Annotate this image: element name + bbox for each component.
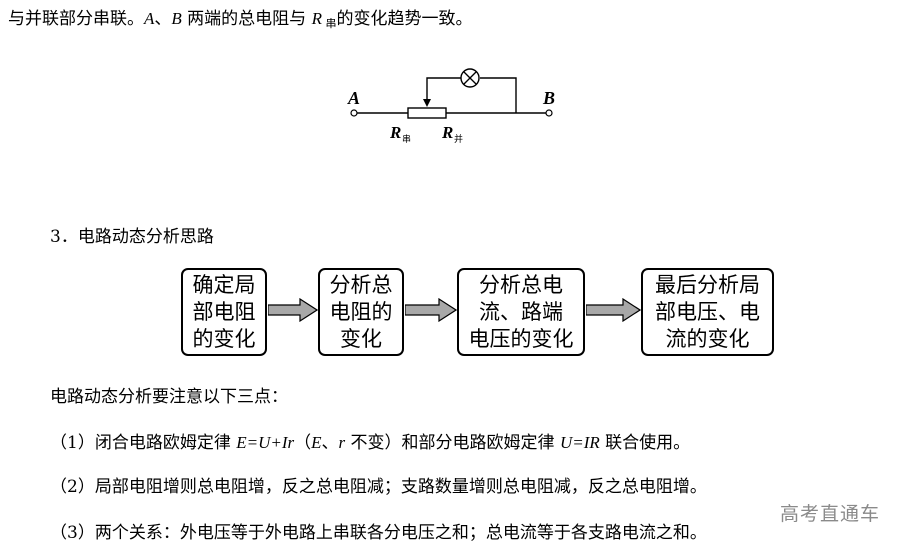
wire-branch-right xyxy=(480,77,517,113)
circuit-label-r1-sub: 串 xyxy=(402,134,411,145)
terminal-b xyxy=(545,109,553,117)
watermark: 高考直通车 xyxy=(780,503,881,525)
flow-step-3: 分析总电 流、路端 电压的变化 xyxy=(457,268,585,356)
note-item-1: （1）闭合电路欧姆定律 E=U+Ir（E、r 不变）和部分电路欧姆定律 U=IR… xyxy=(50,433,691,453)
intro-text: 与并联部分串联。A、B 两端的总电阻与 R 串的变化趋势一致。 xyxy=(8,9,473,30)
circuit-label-b: B xyxy=(542,88,555,108)
wire-slider xyxy=(426,77,461,100)
circuit-label-r2: R xyxy=(441,123,453,142)
rheostat xyxy=(407,107,447,119)
flow-step-2: 分析总 电阻的 变化 xyxy=(318,268,404,356)
circuit-label-r1: R xyxy=(389,123,401,142)
flow-arrow-icon xyxy=(405,298,457,322)
note-item-3: （3）两个关系：外电压等于外电路上串联各分电压之和；总电流等于各支路电流之和。 xyxy=(50,523,707,543)
slider-arrow-icon xyxy=(423,99,431,107)
terminal-a xyxy=(350,109,358,117)
flow-step-4: 最后分析局 部电压、电 流的变化 xyxy=(641,268,774,356)
flow-arrow-icon xyxy=(586,298,641,322)
circuit-diagram: A B R 串 R 并 xyxy=(347,68,555,145)
section-heading: 3．电路动态分析思路 xyxy=(50,227,214,247)
notes-title: 电路动态分析要注意以下三点： xyxy=(50,387,288,407)
circuit-label-r2-sub: 并 xyxy=(454,133,463,145)
label-a: A xyxy=(144,9,155,28)
flow-arrow-icon xyxy=(268,298,318,322)
circuit-label-a: A xyxy=(347,88,360,108)
note-item-2: （2）局部电阻增则总电阻增，反之总电阻减；支路数量增则总电阻减，反之总电阻增。 xyxy=(50,477,707,497)
r-symbol: R xyxy=(311,9,322,28)
flow-step-1: 确定局 部电阻 的变化 xyxy=(181,268,267,356)
label-b: B xyxy=(171,9,182,28)
